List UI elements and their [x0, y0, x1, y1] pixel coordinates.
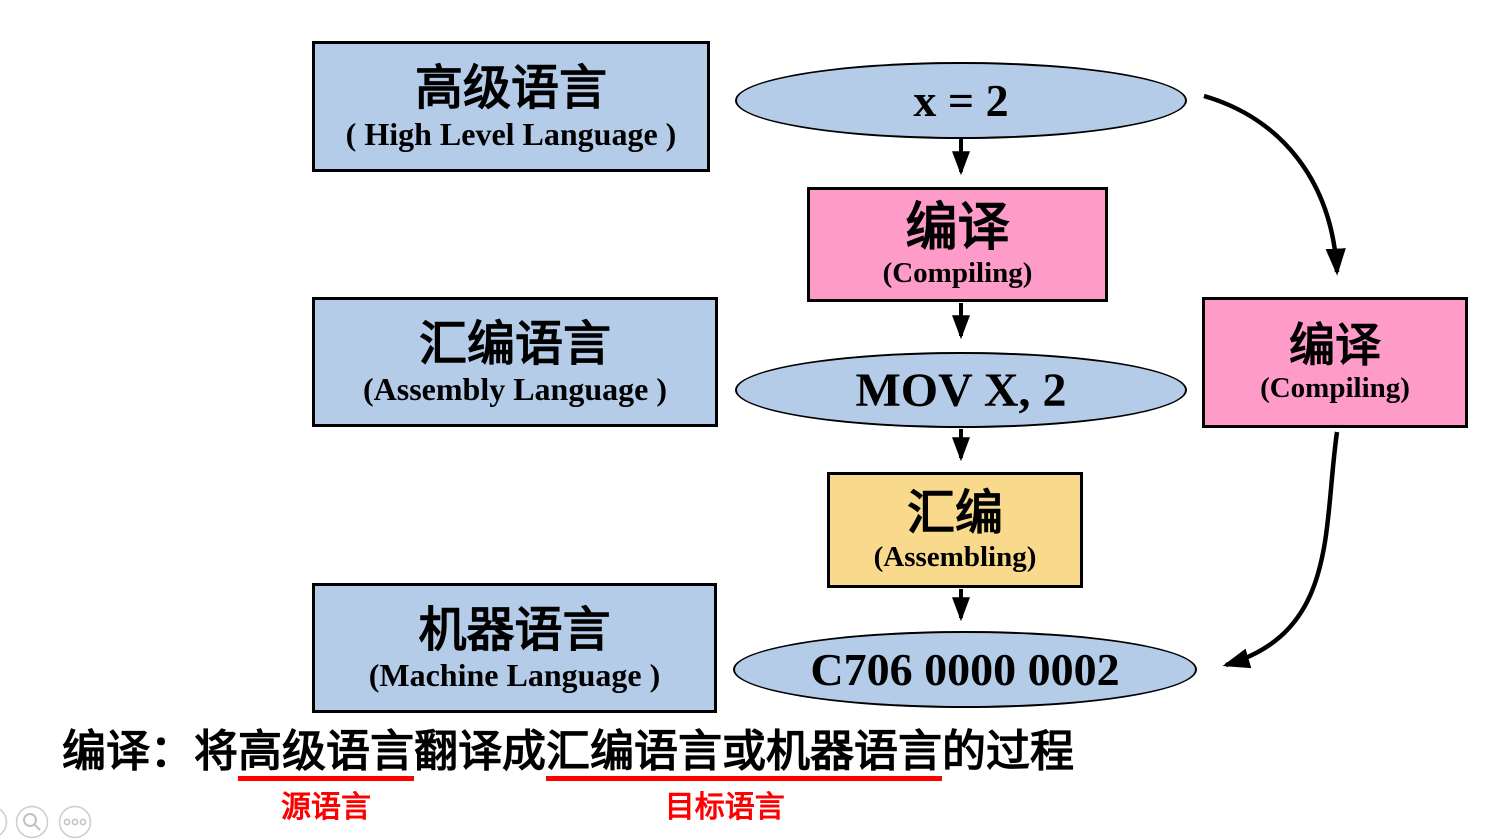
- assemble-process-box: 汇编 (Assembling): [827, 472, 1083, 588]
- box-title: 汇编语言: [418, 317, 611, 371]
- definition-prefix: 编译：将: [62, 727, 238, 776]
- target-language-term: 汇编语言或机器语言目标语言: [546, 727, 942, 824]
- compile-process-box: 编译 (Compiling): [807, 187, 1108, 302]
- curved-arrow-source-to-right-compile: [1203, 93, 1346, 276]
- box-title: 高级语言: [414, 62, 607, 116]
- source-language-term: 高级语言源语言: [238, 727, 414, 824]
- machine-code-ellipse: C706 0000 0002: [733, 631, 1197, 708]
- more-button[interactable]: [58, 805, 92, 839]
- machine-language-box: 机器语言 (Machine Language ): [312, 583, 717, 713]
- ellipsis-icon: [63, 818, 87, 826]
- definition-middle: 翻译成: [414, 727, 546, 776]
- box-title: 编译: [905, 199, 1010, 257]
- compile-direct-process-box: 编译 (Compiling): [1202, 297, 1468, 428]
- box-title: 机器语言: [418, 603, 611, 657]
- definition-suffix: 的过程: [942, 727, 1074, 776]
- target-term-text: 汇编语言或机器语言: [546, 727, 942, 776]
- ellipse-label: MOV X, 2: [855, 363, 1067, 417]
- source-code-ellipse: x = 2: [735, 62, 1187, 139]
- box-title: 汇编: [906, 487, 1003, 541]
- assembly-language-box: 汇编语言 (Assembly Language ): [312, 297, 718, 427]
- target-language-annotation: 目标语言: [664, 791, 785, 824]
- source-term-text: 高级语言: [238, 727, 414, 776]
- high-level-language-box: 高级语言 ( High Level Language ): [312, 41, 710, 172]
- box-subtitle: (Assembling): [873, 540, 1037, 573]
- box-subtitle: (Compiling): [882, 257, 1033, 290]
- box-subtitle: (Compiling): [1260, 372, 1410, 404]
- box-subtitle: ( High Level Language ): [345, 115, 677, 152]
- box-subtitle: (Assembly Language ): [362, 371, 667, 407]
- ellipse-label: C706 0000 0002: [810, 644, 1120, 695]
- partial-control-circle: [0, 808, 8, 836]
- magnifier-icon: [23, 813, 41, 831]
- box-subtitle: (Machine Language ): [368, 657, 661, 693]
- ellipse-label: x = 2: [913, 75, 1009, 126]
- viewer-controls: [0, 805, 92, 839]
- assembly-code-ellipse: MOV X, 2: [735, 352, 1187, 428]
- source-language-annotation: 源语言: [281, 791, 371, 824]
- curved-arrow-right-compile-to-machinecode: [1222, 431, 1340, 669]
- definition-sentence: 编译：将高级语言源语言翻译成汇编语言或机器语言目标语言的过程: [62, 724, 1074, 824]
- box-title: 编译: [1289, 320, 1381, 372]
- zoom-button[interactable]: [15, 805, 49, 839]
